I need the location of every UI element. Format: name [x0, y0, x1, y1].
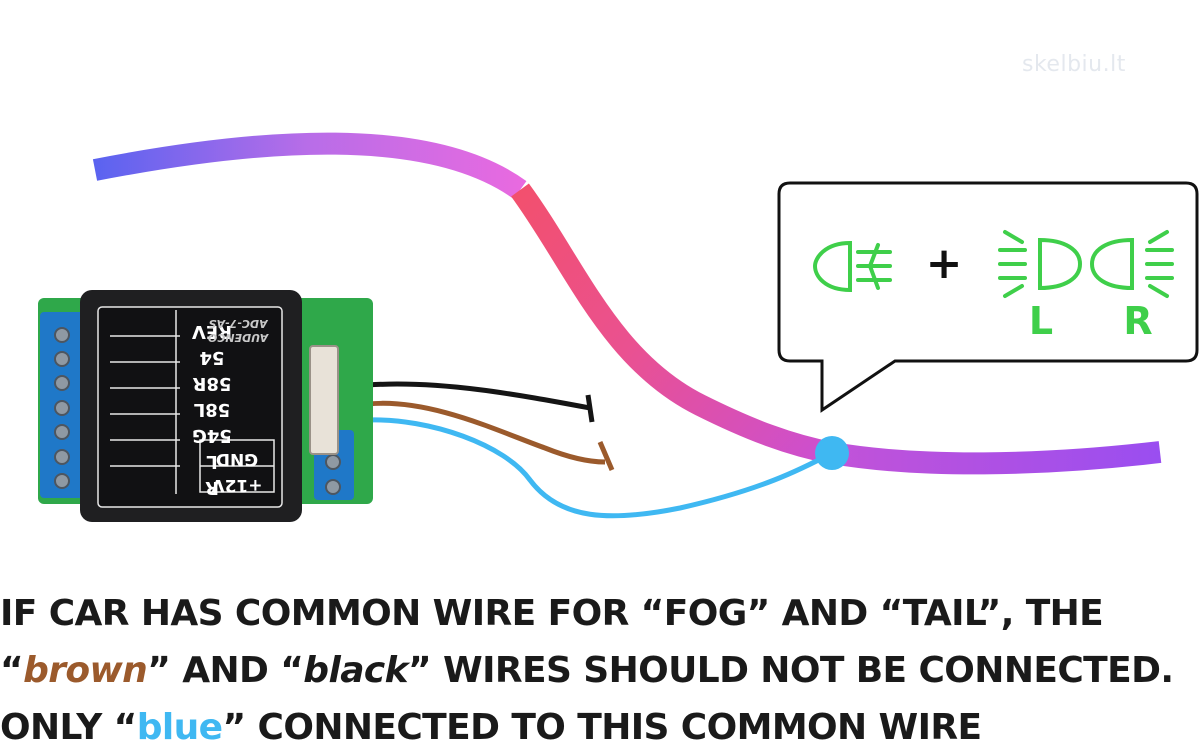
common-wire [92, 132, 1162, 475]
pin-label-54g: 54G [192, 425, 232, 446]
plus-sign: + [926, 238, 963, 289]
fog-light-icon [812, 240, 892, 293]
left-label: L [1029, 299, 1053, 343]
note-line-3: ONLY “blue” CONNECTED TO THIS COMMON WIR… [0, 699, 1200, 756]
instruction-note: IF CAR HAS COMMON WIRE FOR “FOG” AND “TA… [0, 585, 1200, 756]
module-brand: AUDENCO [208, 331, 269, 344]
junction-dot [815, 436, 849, 470]
pin-label-58r: 58R [192, 373, 231, 394]
pin-label-58l: 58L [194, 399, 231, 420]
connector-housing [309, 345, 339, 455]
common-wire-middle [511, 183, 835, 464]
right-label: R [1123, 299, 1152, 343]
note-line-2: “brown” AND “black” WIRES SHOULD NOT BE … [0, 642, 1200, 699]
common-wire-right [830, 441, 1162, 475]
note-blue-word: blue [136, 707, 223, 748]
note-line-2-rest: ” WIRES SHOULD NOT BE CONNECTED. [407, 650, 1174, 691]
note-black-word: black [303, 650, 408, 691]
pin-grid [110, 310, 275, 494]
pin-label-r: R [205, 477, 219, 498]
note-only: ONLY “ [0, 707, 137, 748]
pin-label-54: 54 [199, 347, 224, 368]
pin-label-l: L [206, 451, 217, 472]
blue-wire [367, 417, 834, 519]
black-wire [367, 381, 595, 423]
pin-label-rev: REV [192, 321, 232, 342]
label-panel [97, 306, 283, 508]
note-quote-open: “ [0, 650, 24, 691]
left-tail-light-icon [998, 230, 1083, 298]
note-line-3-rest: ” CONNECTED TO THIS COMMON WIRE [222, 707, 983, 748]
note-brown-word: brown [23, 650, 148, 691]
control-module: REV 54 58R 58L 54G L R GND +12V AUDENCO … [38, 290, 373, 522]
common-wire-left [92, 132, 527, 200]
brown-wire [367, 400, 615, 471]
right-tail-light-icon [1089, 230, 1174, 298]
module-model: ADC-7-AS [208, 317, 268, 330]
note-and: ” AND “ [147, 650, 304, 691]
power-label-gnd: GND [216, 449, 258, 469]
watermark: skelbiu.lt [1022, 52, 1126, 77]
terminal-screws [54, 327, 70, 489]
note-line-1: IF CAR HAS COMMON WIRE FOR “FOG” AND “TA… [0, 593, 1104, 634]
speech-bubble: + L R [777, 181, 1199, 413]
power-label-12v: +12V [211, 475, 263, 495]
